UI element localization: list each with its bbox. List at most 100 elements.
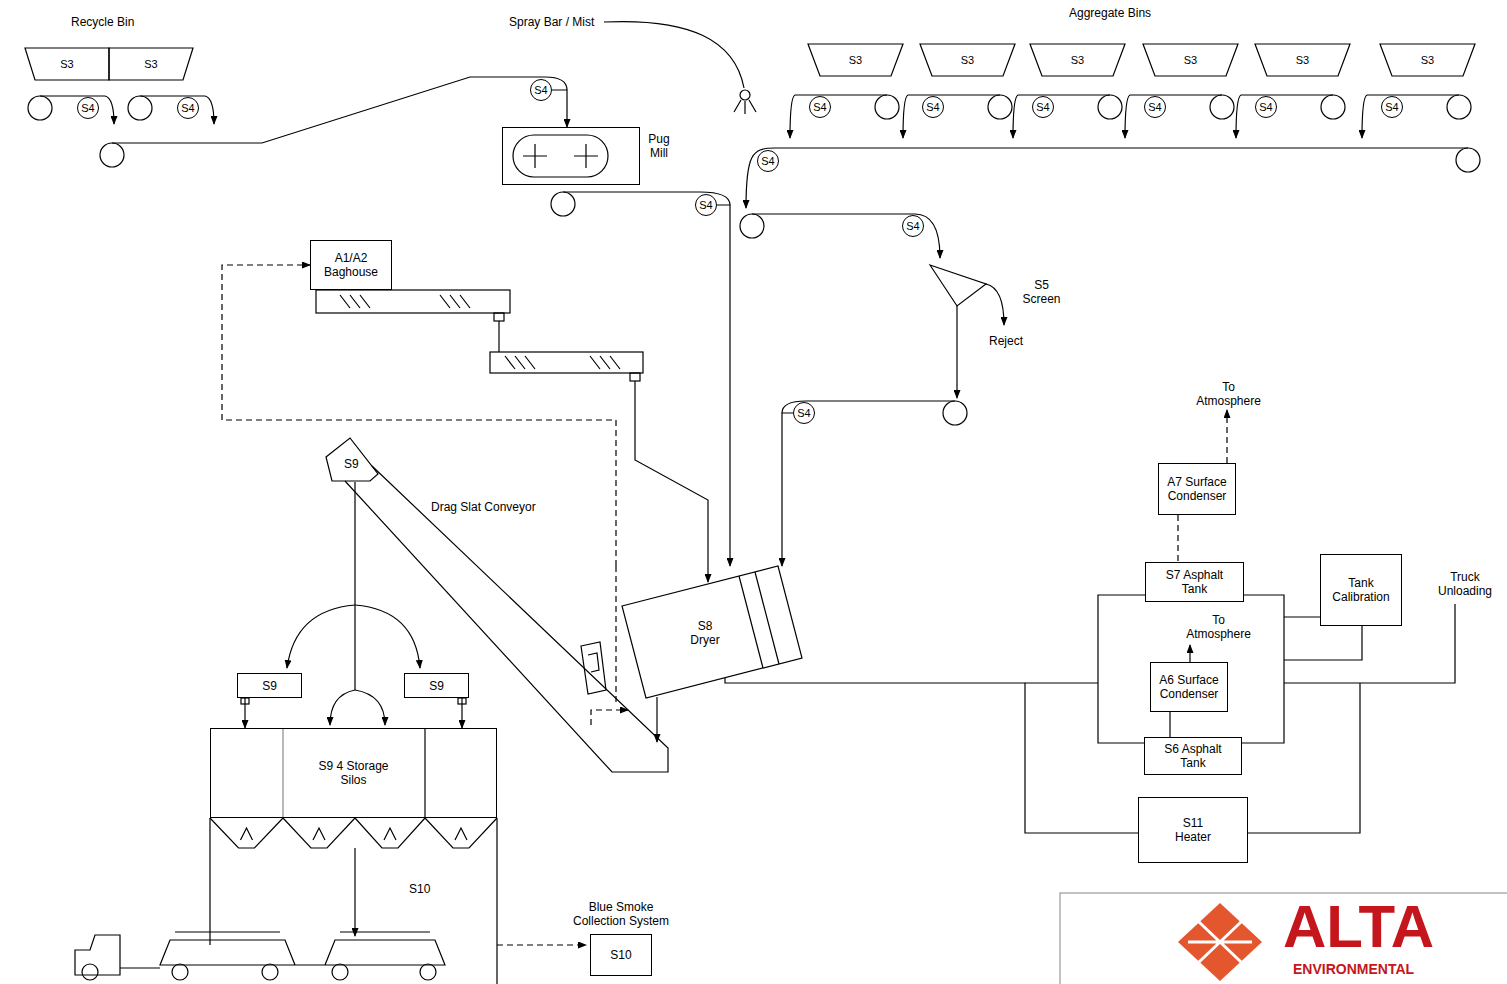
pulley bbox=[1456, 148, 1480, 172]
belt bbox=[1125, 95, 1130, 138]
screw-hatch bbox=[505, 356, 620, 369]
pug-mill-box: Pug Mill bbox=[502, 127, 640, 185]
wheel bbox=[82, 964, 98, 980]
process-box: S11 Heater bbox=[1138, 797, 1248, 863]
process-box: A1/A2 Baghouse bbox=[310, 240, 392, 290]
node-text: S4 bbox=[797, 406, 810, 420]
shape-outline bbox=[1143, 44, 1238, 76]
node-text: S4 bbox=[1385, 100, 1398, 114]
belt bbox=[1018, 94, 1110, 95]
process-box: S6 Asphalt Tank bbox=[1144, 737, 1242, 775]
belt bbox=[140, 96, 214, 124]
flow-connector bbox=[1169, 712, 1170, 737]
flow-line bbox=[355, 605, 420, 668]
wheel bbox=[262, 964, 278, 980]
belt bbox=[1241, 94, 1333, 95]
pug-rotor bbox=[523, 144, 598, 168]
node-text: A6 Surface Condenser bbox=[1158, 673, 1220, 701]
flow-connector bbox=[805, 683, 1138, 833]
wheel bbox=[332, 964, 348, 980]
spray-nozzle bbox=[740, 90, 750, 100]
belt bbox=[1362, 95, 1367, 138]
silo-hopper bbox=[210, 818, 283, 848]
belt bbox=[752, 214, 940, 258]
belt bbox=[903, 95, 908, 138]
drum-band bbox=[739, 572, 779, 668]
storage-silo-box: S9 4 Storage Silos bbox=[210, 728, 497, 818]
belt bbox=[795, 94, 887, 95]
vent-line bbox=[1189, 645, 1190, 662]
flow-line bbox=[956, 306, 957, 398]
conveyor-tag: S4 bbox=[1032, 96, 1054, 118]
silo-frame bbox=[210, 818, 497, 984]
wheel bbox=[420, 964, 436, 980]
flow-line bbox=[330, 690, 355, 725]
bin-trapezoid: S3 bbox=[1380, 44, 1475, 76]
conveyor-tag: S4 bbox=[757, 150, 779, 172]
shape-outline bbox=[109, 48, 193, 80]
label-text: S5 Screen bbox=[1018, 278, 1065, 306]
shape-outline bbox=[622, 566, 802, 698]
node-text: S10 bbox=[610, 948, 631, 962]
pulley bbox=[1210, 95, 1234, 119]
flow-line bbox=[986, 284, 1004, 325]
exhaust-line bbox=[497, 944, 586, 945]
flow-connector bbox=[782, 413, 793, 566]
node-text: S3 bbox=[144, 57, 157, 71]
conveyor-tag: S4 bbox=[177, 97, 199, 119]
leader-line bbox=[604, 22, 744, 88]
node-text: S4 bbox=[1148, 100, 1161, 114]
label-text: To Atmosphere bbox=[1190, 380, 1267, 408]
conveyor-tag: S4 bbox=[1144, 96, 1166, 118]
label-text: Aggregate Bins bbox=[1068, 6, 1152, 20]
flow-line bbox=[656, 697, 657, 742]
pulley bbox=[551, 192, 575, 216]
belt bbox=[908, 94, 1000, 95]
conveyor-tag: S4 bbox=[1381, 96, 1403, 118]
node-text: S4 bbox=[534, 83, 547, 97]
node-text: Blue Smoke Collection System bbox=[565, 900, 677, 928]
spout bbox=[494, 313, 504, 321]
flow-line bbox=[287, 605, 355, 668]
belt bbox=[1013, 95, 1018, 138]
conveyor-tag: S4 bbox=[695, 194, 717, 216]
belt bbox=[1130, 94, 1222, 95]
logo-mark bbox=[1188, 922, 1252, 962]
node-text: Pug Mill bbox=[644, 132, 674, 160]
flow-line bbox=[354, 848, 355, 936]
conveyor-tag: S4 bbox=[77, 97, 99, 119]
shape-outline bbox=[1380, 44, 1475, 76]
bin-trapezoid: S3 bbox=[1255, 44, 1350, 76]
node-text: S3 bbox=[849, 53, 862, 67]
node-text: S4 bbox=[1036, 100, 1049, 114]
belt bbox=[1367, 94, 1459, 95]
pulley bbox=[128, 96, 152, 120]
pulley bbox=[1447, 95, 1471, 119]
label-text: To Atmosphere bbox=[1180, 613, 1257, 641]
node-text: S4 bbox=[813, 100, 826, 114]
node-text: S3 bbox=[1071, 53, 1084, 67]
belt bbox=[1236, 95, 1241, 138]
flow-connector bbox=[244, 698, 245, 728]
shape-outline bbox=[1030, 44, 1125, 76]
conveyor-tag: S4 bbox=[530, 79, 552, 101]
node-text: S6 Asphalt Tank bbox=[1158, 742, 1228, 770]
pulley bbox=[943, 401, 967, 425]
node-text: S4 bbox=[699, 198, 712, 212]
shape-outline bbox=[1255, 44, 1350, 76]
label-text: Drag Slat Conveyor bbox=[430, 500, 537, 514]
node-text: S4 bbox=[906, 219, 919, 233]
node-text: S4 bbox=[926, 100, 939, 114]
label-text: S10 bbox=[408, 882, 431, 896]
drag-slat-conveyor bbox=[345, 466, 668, 772]
process-box: S9 bbox=[404, 673, 469, 698]
truck-trailer bbox=[160, 932, 445, 965]
logo-text: ALTA bbox=[1282, 897, 1435, 957]
flow-connector bbox=[461, 698, 462, 728]
label-text: Truck Unloading bbox=[1428, 570, 1502, 598]
node-text: S3 bbox=[961, 53, 974, 67]
screen bbox=[930, 265, 986, 306]
burner bbox=[581, 642, 606, 694]
process-box: S9 bbox=[237, 673, 302, 698]
